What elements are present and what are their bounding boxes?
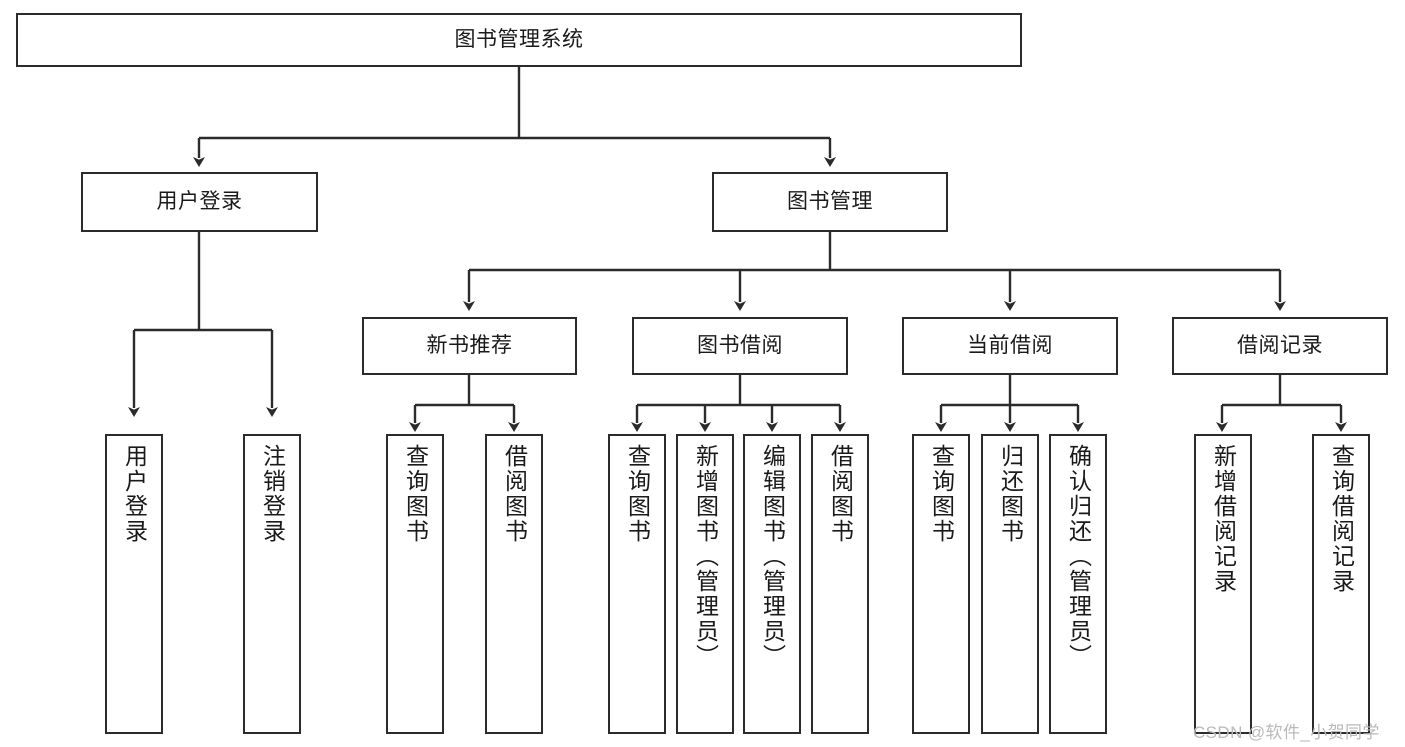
node-label: 归还图书 (997, 444, 1024, 544)
leaf-book-borrow-edit-book-admin[interactable]: 编辑图书（管理员） (743, 434, 801, 734)
node-label: 用户登录 (156, 189, 243, 213)
leaf-book-borrow-add-book-admin[interactable]: 新增图书（管理员） (676, 434, 734, 734)
node-label: 查询图书 (402, 444, 429, 544)
node-label: 借阅图书 (501, 444, 528, 544)
leaf-current-borrow-query-books[interactable]: 查询图书 (912, 434, 970, 734)
leaf-user-login[interactable]: 用户登录 (105, 434, 163, 734)
node-label: 图书管理系统 (454, 27, 584, 51)
leaf-book-borrow-borrow-books[interactable]: 借阅图书 (811, 434, 869, 734)
leaf-new-book-query-books[interactable]: 查询图书 (386, 434, 444, 734)
node-label: 图书管理 (787, 189, 873, 213)
node-current-borrowing[interactable]: 当前借阅 (902, 317, 1118, 375)
leaf-current-borrow-return-books[interactable]: 归还图书 (981, 434, 1039, 734)
leaf-new-book-borrow-books[interactable]: 借阅图书 (485, 434, 543, 734)
node-label: 新增图书（管理员） (692, 444, 719, 669)
leaf-logout[interactable]: 注销登录 (243, 434, 301, 734)
node-label: 查询借阅记录 (1328, 444, 1355, 594)
node-label: 用户登录 (121, 444, 148, 544)
node-label: 新增借阅记录 (1210, 444, 1237, 594)
leaf-add-borrow-record[interactable]: 新增借阅记录 (1194, 434, 1252, 734)
node-label: 注销登录 (259, 444, 286, 544)
node-book-borrowing[interactable]: 图书借阅 (632, 317, 848, 375)
node-label: 查询图书 (928, 444, 955, 544)
node-new-book-recommendation[interactable]: 新书推荐 (362, 317, 577, 375)
node-user-login[interactable]: 用户登录 (81, 172, 318, 232)
leaf-current-borrow-confirm-return-admin[interactable]: 确认归还（管理员） (1049, 434, 1107, 734)
node-book-management[interactable]: 图书管理 (712, 172, 948, 232)
node-label: 当前借阅 (967, 333, 1053, 357)
node-borrowing-record[interactable]: 借阅记录 (1172, 317, 1388, 375)
node-label: 借阅记录 (1237, 333, 1323, 357)
node-label: 借阅图书 (827, 444, 854, 544)
node-label: 编辑图书（管理员） (759, 444, 786, 669)
node-root-book-management-system[interactable]: 图书管理系统 (16, 13, 1022, 67)
node-label: 图书借阅 (697, 333, 783, 357)
leaf-query-borrow-record[interactable]: 查询借阅记录 (1312, 434, 1370, 734)
node-label: 查询图书 (624, 444, 651, 544)
leaf-book-borrow-query-books[interactable]: 查询图书 (608, 434, 666, 734)
node-label: 新书推荐 (426, 333, 513, 357)
node-label: 确认归还（管理员） (1065, 444, 1092, 669)
